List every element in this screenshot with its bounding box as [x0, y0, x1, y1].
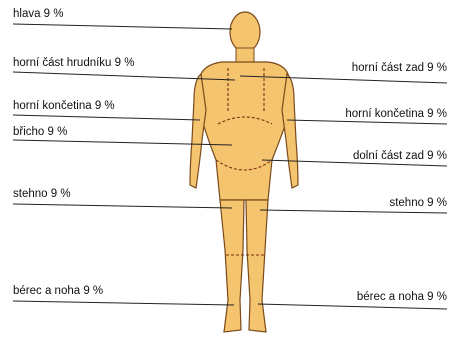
- label-abdomen: břicho 9 %: [13, 126, 67, 139]
- head-shape: [230, 12, 260, 52]
- label-upper-back: horní část zad 9 %: [352, 62, 447, 75]
- label-thigh-right: stehno 9 %: [389, 197, 447, 210]
- thigh-right-leader: [260, 210, 447, 213]
- right-leg-shape: [246, 200, 268, 332]
- right-arm-shape: [282, 74, 298, 188]
- label-thigh-left: stehno 9 %: [13, 188, 71, 201]
- left-leg-shape: [220, 200, 244, 332]
- shin-right-leader: [258, 304, 447, 309]
- label-upper-limb-left: horní končetina 9 %: [13, 100, 115, 113]
- torso-shape: [201, 62, 288, 200]
- label-upper-chest: horní část hrudníku 9 %: [13, 57, 134, 70]
- left-arm-shape: [190, 74, 206, 188]
- label-shin-foot-left: bérec a noha 9 %: [13, 285, 103, 298]
- head-leader: [13, 24, 232, 29]
- thigh-left-leader: [13, 204, 232, 208]
- upper-limb-left-leader: [13, 115, 200, 120]
- label-lower-back: dolní část zad 9 %: [353, 150, 447, 163]
- body-silhouette: [190, 12, 298, 332]
- neck-shape: [236, 48, 254, 62]
- label-shin-foot-right: bérec a noha 9 %: [357, 291, 447, 304]
- label-head: hlava 9 %: [13, 8, 64, 21]
- shin-left-leader: [13, 301, 234, 305]
- label-upper-limb-right: horní končetina 9 %: [345, 108, 447, 121]
